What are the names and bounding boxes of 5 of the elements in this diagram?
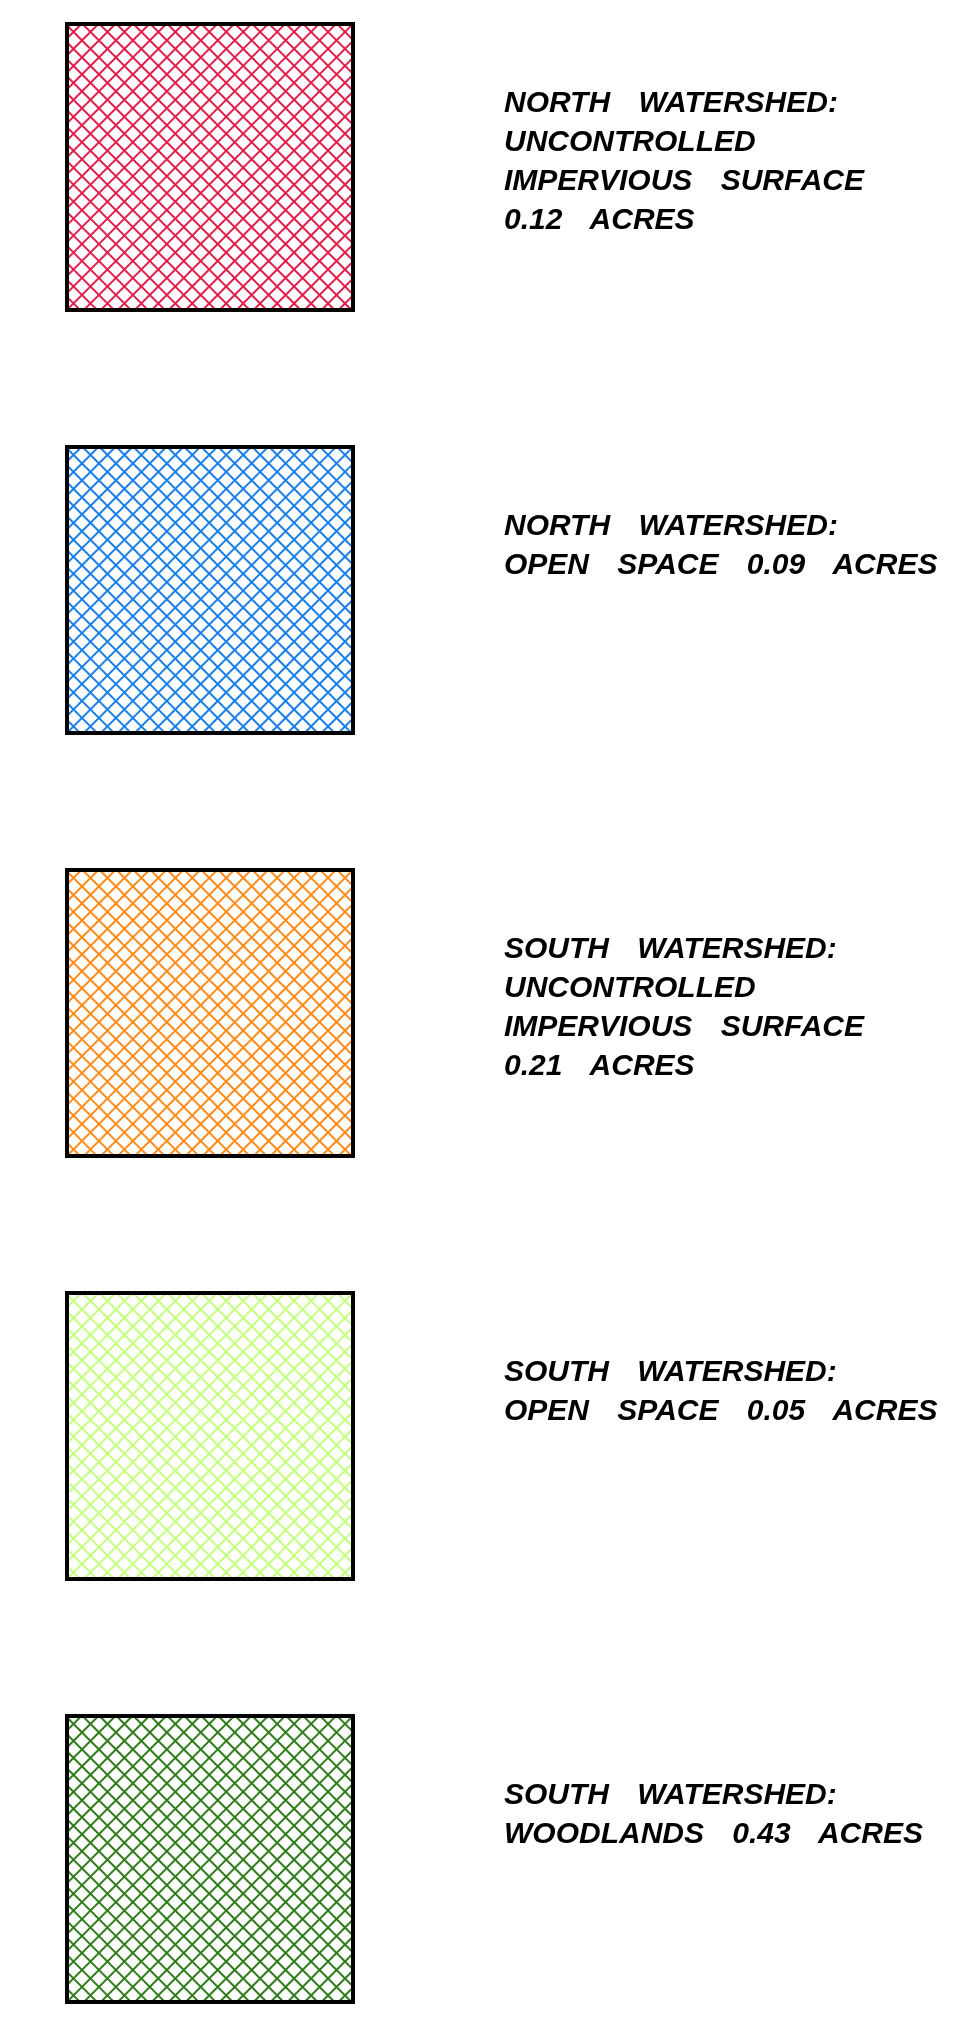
legend-label: SOUTH WATERSHED: UNCONTROLLED IMPERVIOUS SURFACE 0.21 ACRES	[504, 930, 866, 1083]
legend-label: SOUTH WATERSHED: WOODLANDS 0.43 ACRES	[504, 1776, 924, 1851]
legend-label: SOUTH WATERSHED: OPEN SPACE 0.05 ACRES	[504, 1353, 939, 1428]
legend-label: NORTH WATERSHED: UNCONTROLLED IMPERVIOUS SURFACE 0.12 ACRES	[504, 84, 866, 237]
legend-label: NORTH WATERSHED: OPEN SPACE 0.09 ACRES	[504, 507, 939, 582]
